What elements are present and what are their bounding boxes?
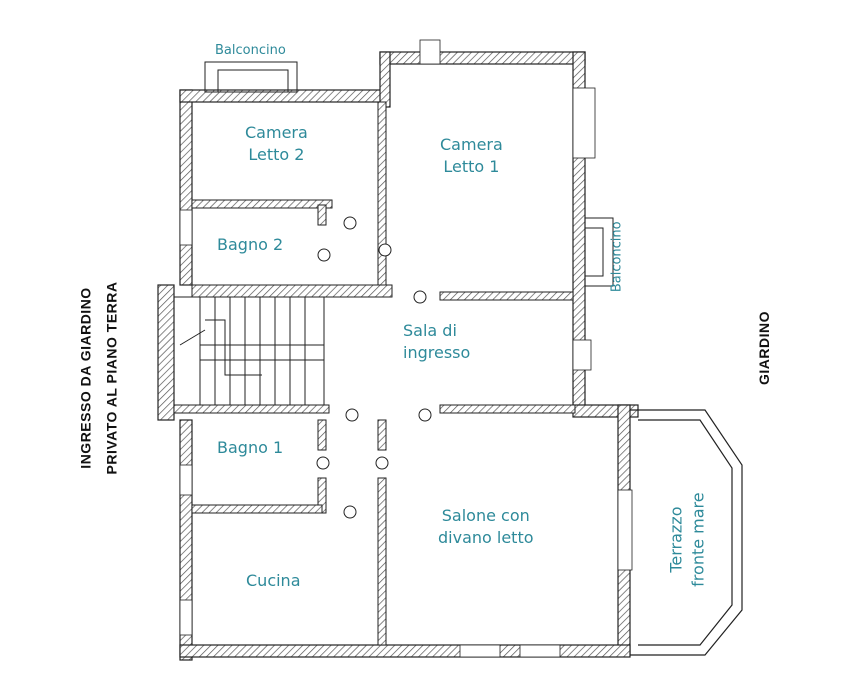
balconcino-top-drawing bbox=[204, 61, 298, 93]
terrazzo-line1: Terrazzo bbox=[666, 506, 686, 573]
camera-letto-1-line1: Camera bbox=[440, 135, 503, 154]
camera-letto-1-label: Camera Letto 1 bbox=[440, 134, 503, 177]
sala-ingresso-line1: Sala di bbox=[403, 321, 457, 340]
sala-ingresso-line2: ingresso bbox=[403, 342, 471, 362]
salone-line2: divano letto bbox=[438, 527, 534, 547]
ingresso-annotation-line1: INGRESSO DA GIARDINO bbox=[77, 287, 94, 469]
window-marks bbox=[179, 39, 633, 658]
bagno-2-label: Bagno 2 bbox=[217, 235, 284, 254]
camera-letto-2-label: Camera Letto 2 bbox=[245, 122, 308, 165]
ingresso-annotation-line2: PRIVATO AL PIANO TERRA bbox=[103, 281, 120, 475]
balconcino-right-drawing bbox=[584, 217, 614, 287]
terrazzo-outline bbox=[630, 409, 743, 656]
balconcino-right-label: Balconcino bbox=[609, 221, 625, 293]
door-markers bbox=[316, 216, 432, 519]
camera-letto-1-line2: Letto 1 bbox=[443, 156, 500, 176]
terrazzo-label: Terrazzo fronte mare bbox=[666, 492, 709, 586]
salone-label: Salone con divano letto bbox=[438, 505, 534, 548]
balconcino-top-label: Balconcino bbox=[215, 43, 286, 58]
sala-ingresso-label: Sala di ingresso bbox=[403, 320, 470, 363]
salone-line1: Salone con bbox=[441, 506, 530, 525]
giardino-annotation: GIARDINO bbox=[756, 311, 772, 385]
interior-walls bbox=[173, 101, 576, 646]
bagno-1-label: Bagno 1 bbox=[217, 438, 284, 457]
camera-letto-2-line1: Camera bbox=[245, 123, 308, 142]
stairs bbox=[173, 296, 325, 406]
cucina-label: Cucina bbox=[246, 571, 301, 590]
camera-letto-2-line2: Letto 2 bbox=[248, 144, 305, 164]
terrazzo-line2: fronte mare bbox=[688, 492, 708, 587]
